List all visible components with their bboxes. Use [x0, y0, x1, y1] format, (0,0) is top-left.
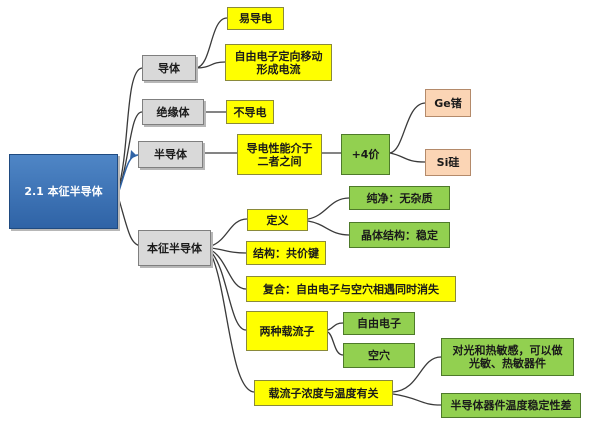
root-topic[interactable]: 2.1 本征半导体: [9, 154, 118, 229]
leaf-easy-conduct[interactable]: 易导电: [227, 7, 284, 30]
connector-root-conductor: [117, 67, 143, 191]
connector-conductor-free: [195, 61, 226, 69]
leaf-recombination[interactable]: 复合：自由电子与空穴相遇同时消失: [246, 276, 456, 302]
connector-carriers-hole: [327, 331, 344, 356]
node-valence-plus4[interactable]: +4价: [341, 134, 390, 175]
connector-valence-ge: [389, 102, 426, 154]
leaf-non-conductive[interactable]: 不导电: [226, 100, 274, 124]
connector-intrinsic-recombination: [210, 249, 247, 290]
leaf-silicon[interactable]: Si硅: [425, 149, 471, 176]
connector-intrinsic-carriers: [210, 251, 247, 331]
node-definition[interactable]: 定义: [247, 209, 308, 231]
topic-semiconductor[interactable]: 半导体: [138, 141, 203, 168]
topic-conductor[interactable]: 导体: [142, 55, 196, 81]
leaf-between-conductivity[interactable]: 导电性能介于 二者之间: [237, 134, 322, 175]
connector-intrinsic-structure: [210, 247, 247, 254]
leaf-hole[interactable]: 空穴: [343, 343, 415, 368]
connector-temperature-sensitive: [392, 356, 442, 393]
leaf-free-electron-current[interactable]: 自由电子定向移动 形成电流: [225, 44, 332, 81]
connector-definition-pure: [307, 197, 350, 220]
topic-insulator[interactable]: 绝缘体: [142, 99, 204, 125]
leaf-free-electron[interactable]: 自由电子: [343, 312, 415, 335]
leaf-crystal-structure-stable[interactable]: 晶体结构：稳定: [349, 222, 450, 248]
leaf-poor-temperature-stability[interactable]: 半导体器件温度稳定性差: [441, 393, 581, 418]
connector-carriers-electron: [327, 322, 344, 331]
topic-intrinsic-semiconductor[interactable]: 本征半导体: [138, 230, 211, 266]
connector-conductor-easy: [195, 17, 228, 69]
node-carrier-temperature[interactable]: 载流子浓度与温度有关: [254, 380, 393, 406]
connector-temperature-stability: [392, 393, 442, 406]
leaf-light-heat-sensitive[interactable]: 对光和热敏感，可以做 光敏、热敏器件: [441, 338, 574, 376]
leaf-germanium[interactable]: Ge锗: [425, 89, 471, 117]
node-two-carriers[interactable]: 两种载流子: [246, 311, 328, 351]
active-branch-arrow: [130, 150, 137, 159]
connector-valence-si: [389, 152, 426, 163]
connector-intrinsic-definition: [210, 218, 248, 247]
leaf-pure-no-impurity[interactable]: 纯净：无杂质: [349, 186, 450, 210]
leaf-covalent-bond[interactable]: 结构：共价键: [246, 241, 326, 265]
connector-definition-crystal: [307, 220, 350, 236]
connector-intrinsic-temperature: [210, 253, 255, 393]
